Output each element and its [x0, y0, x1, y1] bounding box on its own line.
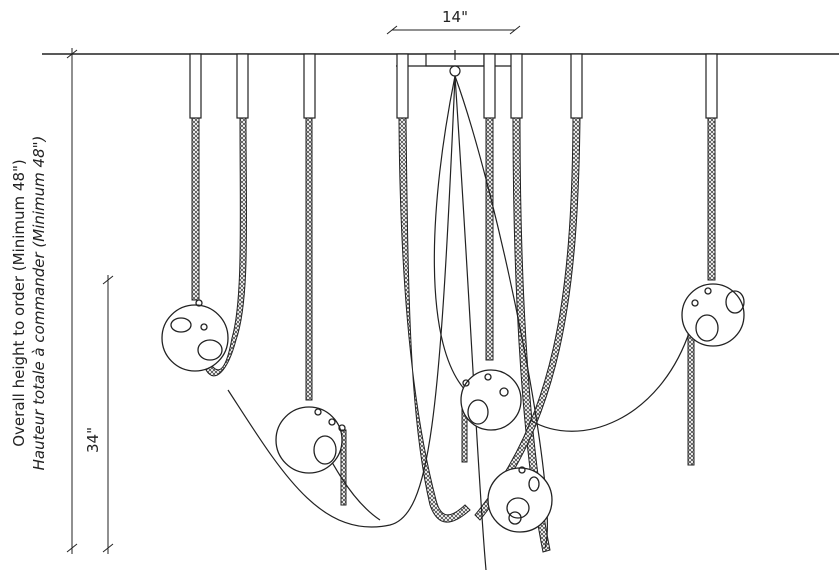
- sphere-2: [275, 406, 346, 474]
- glass-spheres: [161, 283, 745, 533]
- sphere-1: [161, 299, 229, 372]
- sphere-5: [681, 283, 745, 347]
- sphere-3: [460, 369, 522, 431]
- braided-cords: [191, 117, 716, 553]
- overall-height-label-fr: Hauteur totale à commander (Minimum 48"): [30, 136, 48, 471]
- overall-height-dimension: Overall height to order (Minimum 48") Ha…: [10, 48, 78, 554]
- sphere-4: [487, 466, 553, 533]
- drop-height-dimension: 34": [84, 275, 114, 554]
- width-dimension-label: 14": [442, 8, 468, 26]
- width-dimension: 14": [386, 8, 521, 35]
- canopy: [396, 50, 512, 77]
- thin-cords: [227, 75, 691, 571]
- drop-height-label: 34": [84, 427, 102, 453]
- overall-height-label-en: Overall height to order (Minimum 48"): [10, 159, 28, 447]
